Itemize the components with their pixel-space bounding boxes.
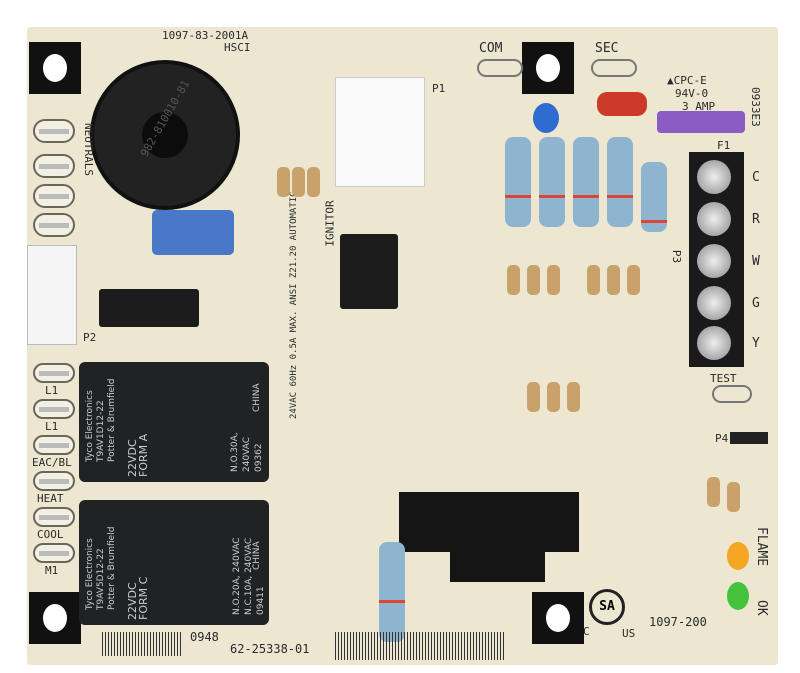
ok-led: [727, 582, 749, 610]
film-capacitor: [597, 92, 647, 116]
com-label: COM: [479, 41, 503, 56]
jumper-p4[interactable]: [730, 432, 768, 444]
resistor: [607, 265, 620, 295]
mounting-hole: [522, 42, 574, 94]
resistor: [547, 382, 560, 412]
side-code: 0933E3: [749, 87, 762, 127]
com-terminal: [477, 59, 523, 77]
small-relay: [99, 289, 199, 327]
power-resistor: [505, 137, 531, 227]
l1-label: L1: [45, 384, 59, 397]
barcode: [335, 632, 505, 660]
resistor: [547, 265, 560, 295]
fuse-rating: 3 AMP: [682, 100, 716, 113]
mounting-hole: [532, 592, 584, 644]
terminal-l1[interactable]: [33, 399, 75, 419]
terminal-l1[interactable]: [33, 363, 75, 383]
pressure-sensor: [90, 60, 240, 210]
terminal-m1[interactable]: [33, 543, 75, 563]
terminal-y: Y: [752, 336, 760, 351]
power-resistor: [607, 137, 633, 227]
resistor: [307, 167, 320, 197]
power-resistor: [641, 162, 667, 232]
spec-text: 24VAC 60Hz 0.5A MAX. ANSI Z21.20 AUTOMAT…: [289, 191, 299, 419]
power-resistor: [539, 137, 565, 227]
microcontroller-u1: [399, 492, 579, 552]
date-code: 0948: [190, 630, 219, 644]
screw-terminal-c[interactable]: [697, 160, 731, 194]
neutral-terminal: [33, 154, 75, 178]
terminal-cool[interactable]: [33, 507, 75, 527]
ignitor-label: IGNITOR: [323, 200, 337, 247]
fuse-id: F1: [717, 139, 731, 152]
rating-label: 94V-0: [675, 87, 709, 100]
neutral-terminal: [33, 184, 75, 208]
screw-terminal-g[interactable]: [697, 286, 731, 320]
flame-led: [727, 542, 749, 570]
power-resistor: [573, 137, 599, 227]
eac-bl-label: EAC/BL: [32, 456, 72, 469]
screw-terminal-r[interactable]: [697, 202, 731, 236]
terminal-r: R: [752, 212, 760, 227]
p2-label: P2: [83, 331, 97, 344]
part-number-top: 1097-83-2001A: [162, 29, 249, 42]
neutral-terminal: [33, 119, 75, 143]
terminal-w: W: [752, 254, 760, 269]
test-terminal[interactable]: [712, 385, 752, 403]
fuse: [657, 111, 745, 133]
screw-terminal-y[interactable]: [697, 326, 731, 360]
resistor: [527, 382, 540, 412]
ok-label: OK: [754, 600, 769, 616]
neutral-terminal: [33, 213, 75, 237]
connector-p2: [27, 245, 77, 345]
resistor: [707, 477, 720, 507]
power-resistor: [379, 542, 405, 642]
chip-u2: [450, 547, 545, 582]
thermostat-terminal-block: [689, 152, 744, 367]
p3-label: P3: [670, 249, 684, 264]
cpc-label: ▲CPC-E: [667, 74, 707, 87]
barcode: [102, 632, 182, 656]
sec-terminal: [591, 59, 637, 77]
ignitor-relay: [340, 234, 398, 309]
resistor: [727, 482, 740, 512]
model-number: 1097-200: [649, 615, 707, 629]
m1-label: M1: [45, 564, 59, 577]
terminal-eac-bl[interactable]: [33, 435, 75, 455]
p4-label: P4: [715, 432, 729, 445]
heat-label: HEAT: [37, 492, 64, 505]
sec-label: SEC: [595, 41, 619, 56]
p1-label: P1: [432, 82, 446, 95]
l1-label: L1: [45, 420, 59, 433]
resistor: [527, 265, 540, 295]
terminal-c: C: [752, 170, 760, 185]
flame-label: FLAME: [754, 527, 769, 567]
cool-label: COOL: [37, 528, 64, 541]
resistor: [507, 265, 520, 295]
mov: [533, 103, 559, 133]
resistor: [627, 265, 640, 295]
terminal-heat[interactable]: [33, 471, 75, 491]
csa-c: C: [583, 625, 590, 638]
connector-p1: [335, 77, 425, 187]
resistor: [277, 167, 290, 197]
board-number: 62-25338-01: [230, 642, 310, 656]
neutrals-label: NEUTRALS: [82, 123, 95, 176]
test-label: TEST: [710, 372, 737, 385]
terminal-g: G: [752, 296, 760, 311]
resistor: [587, 265, 600, 295]
mounting-hole: [29, 42, 81, 94]
capacitor: [152, 210, 234, 255]
csa-logo: SA: [589, 589, 625, 625]
screw-terminal-w[interactable]: [697, 244, 731, 278]
resistor: [567, 382, 580, 412]
circuit-board: 1097-83-2001A HSCI COM SEC ▲CPC-E 94V-0 …: [27, 27, 778, 665]
hsci-label: HSCI: [224, 41, 251, 54]
resistor: [292, 167, 305, 197]
mounting-hole: [29, 592, 81, 644]
csa-us: US: [622, 627, 636, 640]
